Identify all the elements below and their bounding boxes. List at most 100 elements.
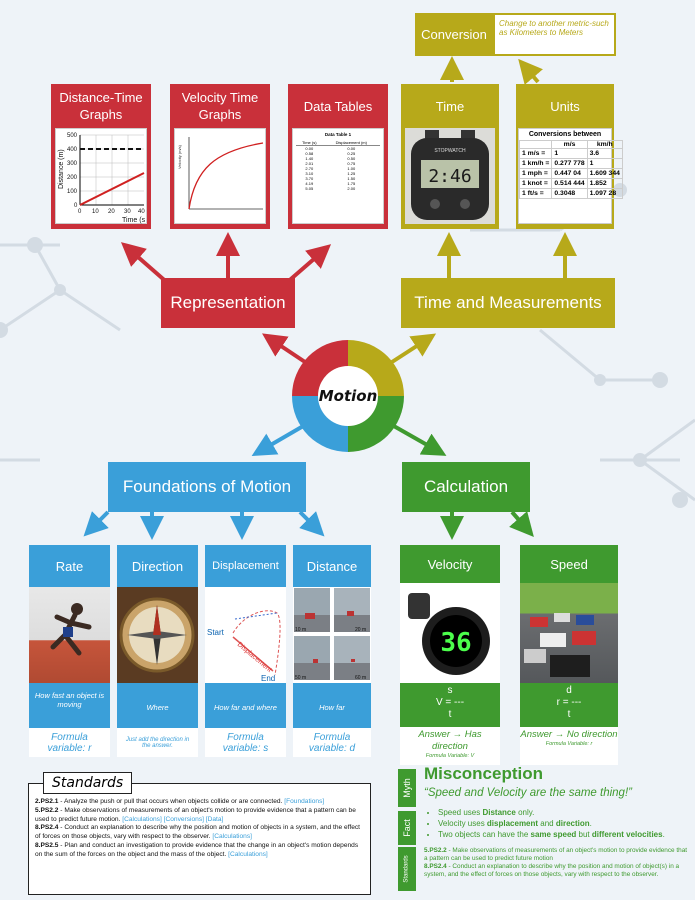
dt-ytick: 200 [67, 175, 78, 181]
speed-formula-bot: t [567, 709, 571, 720]
velocity-formula: s V = --- t [400, 685, 500, 721]
dt-ytick: 0 [74, 203, 78, 209]
dt-xtick: 20 [108, 209, 115, 215]
distance-title: Distance [306, 558, 358, 574]
time-card: Time STOPWATCH 2:46 [401, 84, 499, 229]
calculation-title: Calculation [423, 477, 509, 496]
data-table-row: 3.70 1.50 [296, 176, 380, 181]
data-table-cell: 1.40 [305, 156, 314, 161]
data-table-cell: 1.75 [347, 181, 356, 186]
displacement-formula: Formula variable: s [205, 728, 286, 757]
standard-text: - Make observations of measurements of a… [35, 806, 356, 823]
data-table-cell: 1.00 [347, 166, 356, 171]
standard-text: - Analyze the push or pull that occurs w… [58, 798, 285, 805]
rate-title: Rate [55, 558, 84, 574]
speed-formula-top: d [566, 685, 572, 696]
dt-graph-image: 500 400 300 200 100 0 0 10 20 30 40 Time… [55, 128, 147, 224]
data-table-cell: 2.00 [347, 186, 356, 191]
conversion-note: Change to another metric-such as Kilomet… [499, 19, 609, 37]
displacement-start-label: Start [207, 628, 225, 637]
data-table-header: Displacement (m) [322, 140, 380, 146]
dt-xtick: 10 [92, 209, 99, 215]
standard-code: 8.PS2.5 [35, 841, 59, 849]
data-table-cell: 0.50 [347, 156, 356, 161]
runner-image [29, 587, 110, 683]
standards-tab-label: Standards [404, 855, 411, 883]
stopwatch-svg: STOPWATCH 2:46 [411, 130, 489, 220]
dt-graph-card: Distance-Time Graphs 500 400 300 200 100… [51, 84, 151, 229]
speed-formula: d r = --- t [520, 685, 618, 721]
standard-item: 2.PS2.1 - Analyze the push or pull that … [35, 798, 367, 807]
distance-formula: Formula variable: d [293, 728, 371, 757]
dt-ylabel: Distance (m) [58, 149, 65, 189]
dt-ytick: 300 [67, 161, 78, 167]
speed-title: Speed [550, 556, 588, 572]
standard-code: 2.PS2.1 [35, 798, 59, 805]
data-table-cell: 3.70 [305, 176, 314, 181]
myth-text: “Speed and Velocity are the same thing!” [424, 787, 632, 799]
vt-ylabel: Velocity (m/s) [177, 144, 182, 169]
myth-tab: Myth [398, 769, 416, 807]
standard-item: 8.PS2.4 - Conduct an explanation to desc… [35, 824, 367, 842]
speed-answer: Answer → No direction [520, 729, 618, 740]
units-title: Units [550, 98, 580, 114]
rate-card: Rate How fast an object is moving Formul… [29, 545, 110, 757]
data-table-caption: Data Table 1 [324, 132, 352, 137]
misconception-standard-item: 5.PS2.2 - Make observations of measureme… [424, 847, 688, 862]
velocity-answer: Answer → Has direction [418, 729, 482, 752]
distance-def: How far [319, 703, 345, 712]
velocity-formula-mid: V = --- [435, 697, 465, 708]
dt-ytick: 500 [67, 133, 78, 139]
race-cars-image [520, 583, 618, 683]
conversion-title: Conversion [421, 27, 487, 42]
dt-graph-svg: 500 400 300 200 100 0 0 10 20 30 40 Time… [58, 133, 146, 224]
direction-title: Direction [131, 558, 184, 574]
dt-xlabel: Time (s [122, 217, 146, 224]
representation-header: Representation [161, 278, 295, 328]
displacement-end-label: End [261, 674, 275, 683]
distance-label: 60 m [355, 675, 366, 681]
velocity-answer-box: Answer → Has direction Formula Variable:… [400, 727, 500, 765]
data-table-header: Time (s) [296, 140, 323, 146]
misconception-block: Myth Fact Standards Misconception “Speed… [398, 764, 688, 895]
velocity-formula-top: s [447, 685, 453, 696]
stopwatch-image: STOPWATCH 2:46 [405, 128, 495, 224]
data-table-cell: 1.50 [347, 176, 356, 181]
units-table-cell: 1.097 28 [586, 188, 623, 199]
standard-tags: [Foundations] [284, 798, 325, 805]
speed-formula-mid: r = --- [556, 697, 582, 708]
standard-text: - Conduct an explanation to describe why… [35, 824, 361, 841]
data-table-cell: 3.10 [305, 171, 314, 176]
units-card: Units Conversions between m/s km/h 1 m/s… [516, 84, 623, 229]
velocity-formula-bot: t [448, 709, 452, 720]
data-table-cell: 0.00 [347, 146, 356, 151]
direction-formula: Just add the direction in the answer. [117, 728, 198, 757]
data-table-cell: 5.05 [305, 186, 314, 191]
standard-item: 8.PS2.5 - Plan and conduct an investigat… [35, 842, 367, 860]
data-table-row: 5.05 2.00 [296, 186, 380, 191]
vt-graph-image: Velocity (m/s) [174, 128, 266, 224]
time-title: Time [435, 98, 465, 114]
data-table-title: Data Tables [303, 98, 373, 114]
speed-answer-box: Answer → No direction Formula Variable: … [520, 727, 618, 765]
fact-list: Speed uses Distance only.Velocity uses d… [438, 807, 665, 840]
conversion-header: Conversion [415, 13, 493, 56]
misconception-title: Misconception [424, 764, 544, 783]
displacement-title: Displacement [212, 560, 279, 572]
representation-title: Representation [170, 293, 286, 312]
data-table-cell: 0.00 [305, 146, 314, 151]
speed-variable: Formula Variable: r [545, 741, 593, 747]
standards-list: 2.PS2.1 - Analyze the push or pull that … [35, 798, 367, 860]
dt-xtick: 30 [124, 209, 131, 215]
direction-def: Where [146, 703, 169, 712]
distance-label: 50 m [295, 675, 306, 681]
velocity-title: Velocity [427, 556, 473, 572]
standards-tab: Standards [398, 847, 416, 891]
motion-wheel: Motion [292, 340, 404, 452]
